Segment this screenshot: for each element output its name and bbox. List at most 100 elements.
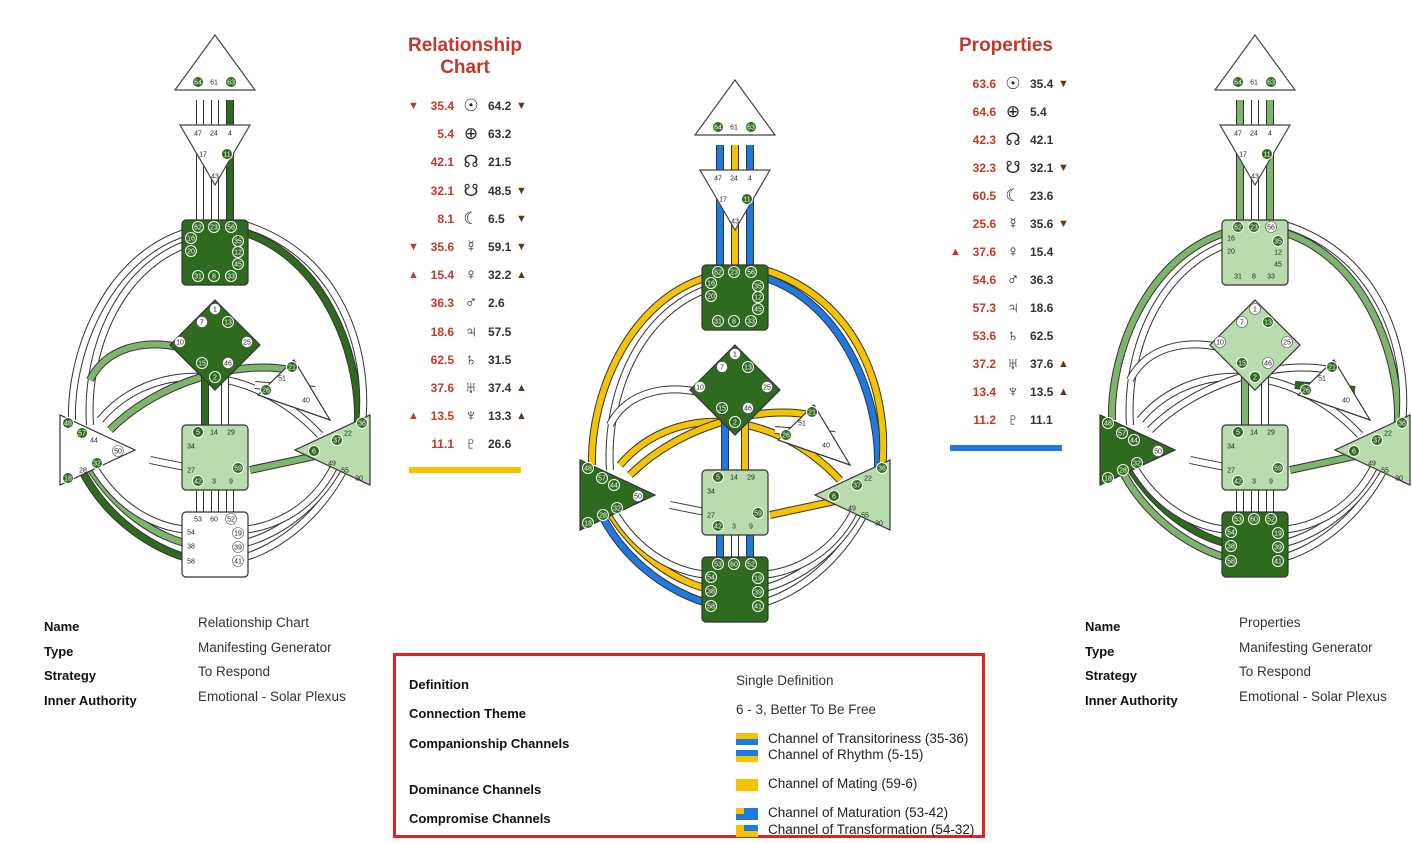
gate-number: 53 [714, 562, 722, 569]
gate-number: 52 [747, 562, 755, 569]
planet-symbol-icon: ♅ [464, 378, 478, 397]
planet-row: 36.3♂2.6 [408, 291, 538, 315]
planet-row: 37.2♅37.6▲ [950, 352, 1080, 376]
gate-number: 31 [714, 319, 722, 326]
gate-marker [694, 381, 706, 393]
gate-number: 36 [878, 466, 886, 473]
gate-number: 10 [1216, 340, 1224, 347]
heart-center [256, 359, 332, 422]
gate-marker [1102, 417, 1114, 429]
gate-number: 28 [599, 513, 607, 520]
gate-number: 34 [707, 489, 715, 496]
gate-marker [828, 490, 840, 502]
planet-row: 57.3♃18.6 [950, 296, 1080, 320]
gate-marker [1225, 540, 1237, 552]
gate-number: 14 [210, 430, 218, 437]
planet-row: ▼35.4☉64.2▼ [408, 94, 538, 118]
left-gate-value: 64.6 [972, 105, 996, 119]
left-gate-value: 62.5 [430, 352, 454, 367]
gate-marker [728, 558, 740, 570]
gate-marker [876, 462, 888, 474]
gate-number: 36 [358, 421, 366, 428]
type-label: Type [44, 644, 74, 659]
planet-row: 18.6♃57.5 [408, 320, 538, 344]
right-gate-value: 35.6 [1030, 217, 1054, 231]
gate-number: 64 [194, 80, 202, 87]
gate-number: 18 [584, 521, 592, 528]
gate-marker [222, 357, 234, 369]
gate-number: 17 [199, 152, 207, 159]
gate-number: 18 [64, 476, 72, 483]
gate-number: 17 [719, 197, 727, 204]
gate-number: 15 [198, 361, 206, 368]
gate-number: 39 [1274, 545, 1282, 552]
gate-number: 3 [1252, 479, 1256, 486]
right-gate-value: 21.5 [488, 155, 512, 170]
gate-marker [222, 316, 234, 328]
gate-marker [1225, 526, 1237, 538]
right-gate-value: 37.6 [1030, 357, 1054, 371]
right-arrow-indicator: ▲ [516, 382, 527, 394]
gate-number: 14 [730, 475, 738, 482]
gate-marker [745, 558, 757, 570]
gate-number: 35 [1274, 239, 1282, 246]
gate-number: 45 [754, 307, 762, 314]
gate-marker [752, 600, 764, 612]
gate-number: 64 [1234, 80, 1242, 87]
gate-marker [1262, 316, 1274, 328]
gate-marker [192, 426, 204, 438]
planet-symbol-icon: ☿ [1006, 214, 1020, 233]
gate-marker [752, 507, 764, 519]
gate-number: 35 [234, 239, 242, 246]
gate-number: 6 [832, 494, 836, 501]
gate-marker [260, 384, 272, 396]
left-gate-value: 42.1 [430, 155, 454, 170]
right-gate-value: 18.6 [1030, 301, 1054, 315]
gate-number: 12 [1274, 250, 1282, 257]
compromise-label: Compromise Channels [409, 811, 551, 826]
gate-marker [225, 221, 237, 233]
gate-number: 38 [1227, 544, 1235, 551]
gate-number: 24 [730, 176, 738, 183]
gate-number: 23 [730, 270, 738, 277]
gate-number: 34 [187, 444, 195, 451]
gate-marker [716, 402, 728, 414]
gate-number: 8 [732, 319, 736, 326]
gate-marker [1348, 445, 1360, 457]
gate-number: 49 [328, 461, 336, 468]
gate-number: 16 [187, 236, 195, 243]
gate-number: 5 [1236, 430, 1240, 437]
planet-symbol-icon: ☋ [1005, 158, 1021, 177]
gate-number: 12 [754, 295, 762, 302]
channel [234, 227, 362, 423]
right-arrow-indicator: ▼ [516, 212, 527, 225]
right-arrow-indicator: ▲ [516, 269, 527, 282]
left-arrow-indicator: ▲ [408, 410, 419, 423]
right-gate-value: 64.2 [488, 99, 512, 113]
gate-marker [1265, 221, 1277, 233]
channel [249, 452, 321, 473]
gate-number: 10 [696, 385, 704, 392]
gate-number: 26 [1302, 388, 1310, 395]
channel [606, 282, 721, 471]
channel [764, 267, 887, 471]
gate-number: 5 [196, 430, 200, 437]
gate-number: 20 [187, 249, 195, 256]
gate-marker [729, 348, 741, 360]
gate-number: 54 [187, 530, 195, 537]
gate-number: 62 [714, 270, 722, 277]
gate-marker [712, 315, 724, 327]
inner-authority-label: Inner Authority [1085, 693, 1178, 708]
gate-number: 13 [1264, 320, 1272, 327]
root-center [181, 511, 249, 578]
gate-number: 64 [714, 125, 722, 132]
gate-number: 28 [79, 468, 87, 475]
gate-number: 9 [229, 479, 233, 486]
left-gate-value: 13.5 [430, 409, 454, 424]
dominance-channel-1: Channel of Mating (59-6) [768, 776, 918, 791]
relationship-color-bar [409, 467, 521, 473]
gate-number: 63 [227, 80, 235, 87]
gate-number: 11 [1263, 152, 1270, 159]
gate-marker [232, 258, 244, 270]
